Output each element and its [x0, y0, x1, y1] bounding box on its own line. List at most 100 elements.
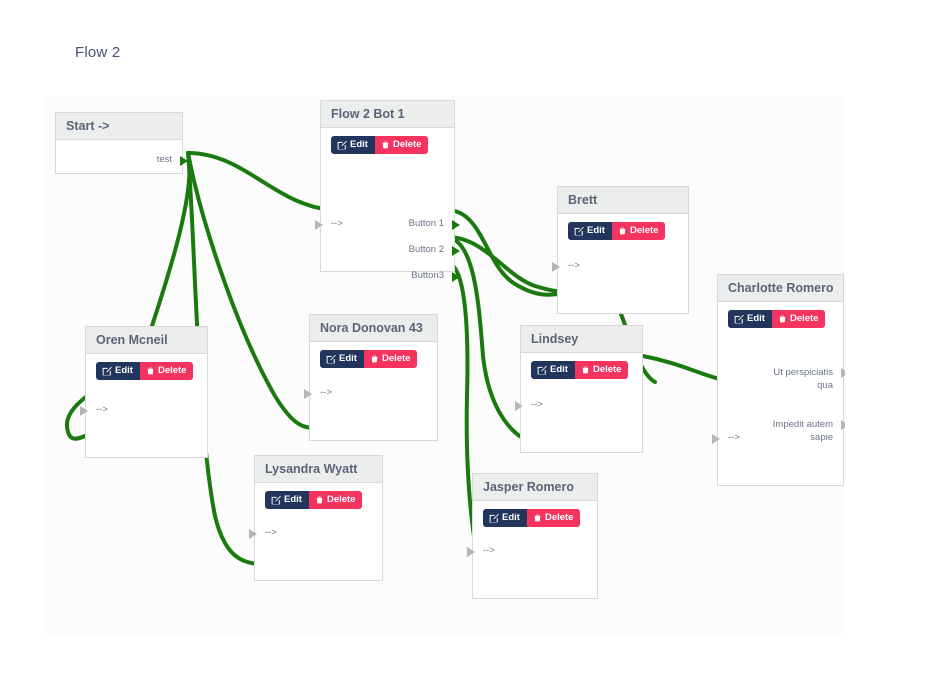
input-port[interactable]: --> — [568, 260, 580, 271]
node-actions: Edit Delete — [718, 302, 843, 328]
output-port-marker — [452, 272, 460, 282]
node-title: Nora Donovan 43 — [310, 315, 437, 342]
node-actions: Edit Delete — [255, 483, 382, 509]
input-port-marker — [80, 406, 88, 416]
input-port[interactable]: --> — [331, 218, 343, 229]
edit-button-label: Edit — [339, 353, 357, 365]
output-port-marker — [841, 368, 845, 378]
node-title: Charlotte Romero — [718, 275, 843, 302]
edit-button-label: Edit — [115, 365, 133, 377]
edit-button[interactable]: Edit — [320, 350, 364, 368]
delete-button-label: Delete — [544, 512, 574, 524]
edit-button[interactable]: Edit — [568, 222, 612, 240]
trash-icon — [316, 496, 323, 504]
node-actions: Edit Delete — [310, 342, 437, 368]
node-body: Edit Delete --> — [86, 354, 207, 458]
edit-button-label: Edit — [284, 494, 302, 506]
delete-button[interactable]: Delete — [139, 362, 194, 380]
edit-button[interactable]: Edit — [483, 509, 527, 527]
trash-icon — [534, 514, 541, 522]
output-port-marker — [180, 156, 188, 166]
edit-button[interactable]: Edit — [728, 310, 772, 328]
edit-button-label: Edit — [747, 313, 765, 325]
node-body: Edit Delete --> — [558, 214, 688, 314]
output-port[interactable]: Impedit autem sapie — [772, 419, 833, 443]
node-actions: Edit Delete — [473, 501, 597, 527]
delete-button[interactable]: Delete — [611, 222, 666, 240]
trash-icon — [147, 367, 154, 375]
output-port[interactable]: Button 2 — [408, 244, 444, 255]
node-title: Flow 2 Bot 1 — [321, 101, 454, 128]
edit-button-label: Edit — [350, 139, 368, 151]
output-port[interactable]: Button3 — [411, 270, 444, 281]
edge-connector[interactable] — [445, 208, 577, 297]
input-port-marker — [467, 547, 475, 557]
delete-button-label: Delete — [326, 494, 356, 506]
input-port[interactable]: --> — [320, 387, 332, 398]
node-title: Lysandra Wyatt — [255, 456, 382, 483]
output-port[interactable]: Ut perspiciatis qua — [773, 367, 833, 391]
node-body: Edit Delete --> — [255, 483, 382, 581]
delete-button[interactable]: Delete — [363, 350, 418, 368]
node-title: Lindsey — [521, 326, 642, 353]
edit-button[interactable]: Edit — [265, 491, 309, 509]
edit-button[interactable]: Edit — [96, 362, 140, 380]
output-port-marker — [452, 246, 460, 256]
trash-icon — [779, 315, 786, 323]
node-body: Edit Delete --> — [473, 501, 597, 599]
node-title: Oren Mcneil — [86, 327, 207, 354]
input-port-marker — [515, 401, 523, 411]
delete-button[interactable]: Delete — [574, 361, 629, 379]
input-port[interactable]: --> — [531, 399, 543, 410]
delete-button[interactable]: Delete — [526, 509, 581, 527]
pencil-square-icon — [574, 226, 584, 236]
edit-button-label: Edit — [550, 364, 568, 376]
flow-header: Flow 2 — [45, 22, 845, 96]
input-port[interactable]: --> — [483, 545, 495, 556]
delete-button-label: Delete — [629, 225, 659, 237]
pencil-square-icon — [734, 314, 744, 324]
trash-icon — [619, 227, 626, 235]
edge-connector[interactable] — [186, 151, 329, 431]
node-title: Jasper Romero — [473, 474, 597, 501]
delete-button-label: Delete — [789, 313, 819, 325]
edit-button[interactable]: Edit — [331, 136, 375, 154]
pencil-square-icon — [271, 495, 281, 505]
flow-node-nora[interactable]: Nora Donovan 43 Edit Delete --> — [304, 314, 438, 441]
trash-icon — [382, 141, 389, 149]
pencil-square-icon — [489, 513, 499, 523]
delete-button[interactable]: Delete — [771, 310, 826, 328]
node-actions: Edit Delete — [86, 354, 207, 380]
input-port-marker — [712, 434, 720, 444]
delete-button-label: Delete — [392, 139, 422, 151]
node-body: test — [56, 140, 182, 174]
flow-node-flow2bot1[interactable]: Flow 2 Bot 1 Edit Delete --> Button 1 Button … — [315, 100, 460, 282]
flow-node-start[interactable]: Start ->test — [55, 112, 188, 174]
page-title: Flow 2 — [75, 44, 121, 61]
edit-button-label: Edit — [502, 512, 520, 524]
output-port[interactable]: test — [156, 154, 172, 165]
output-port-marker — [452, 220, 460, 230]
node-body: Edit Delete --> Button 1 Button 2 Button3 — [321, 128, 454, 281]
delete-button-label: Delete — [157, 365, 187, 377]
edge-connector[interactable] — [186, 151, 335, 212]
trash-icon — [371, 355, 378, 363]
edit-button[interactable]: Edit — [531, 361, 575, 379]
delete-button[interactable]: Delete — [308, 491, 363, 509]
trash-icon — [582, 366, 589, 374]
input-port[interactable]: --> — [265, 527, 277, 538]
input-port[interactable]: --> — [728, 432, 740, 443]
output-port[interactable]: Button 1 — [408, 218, 444, 229]
output-port-marker — [841, 420, 845, 430]
delete-button[interactable]: Delete — [374, 136, 429, 154]
node-actions: Edit Delete — [321, 128, 454, 154]
input-port[interactable]: --> — [96, 404, 108, 415]
